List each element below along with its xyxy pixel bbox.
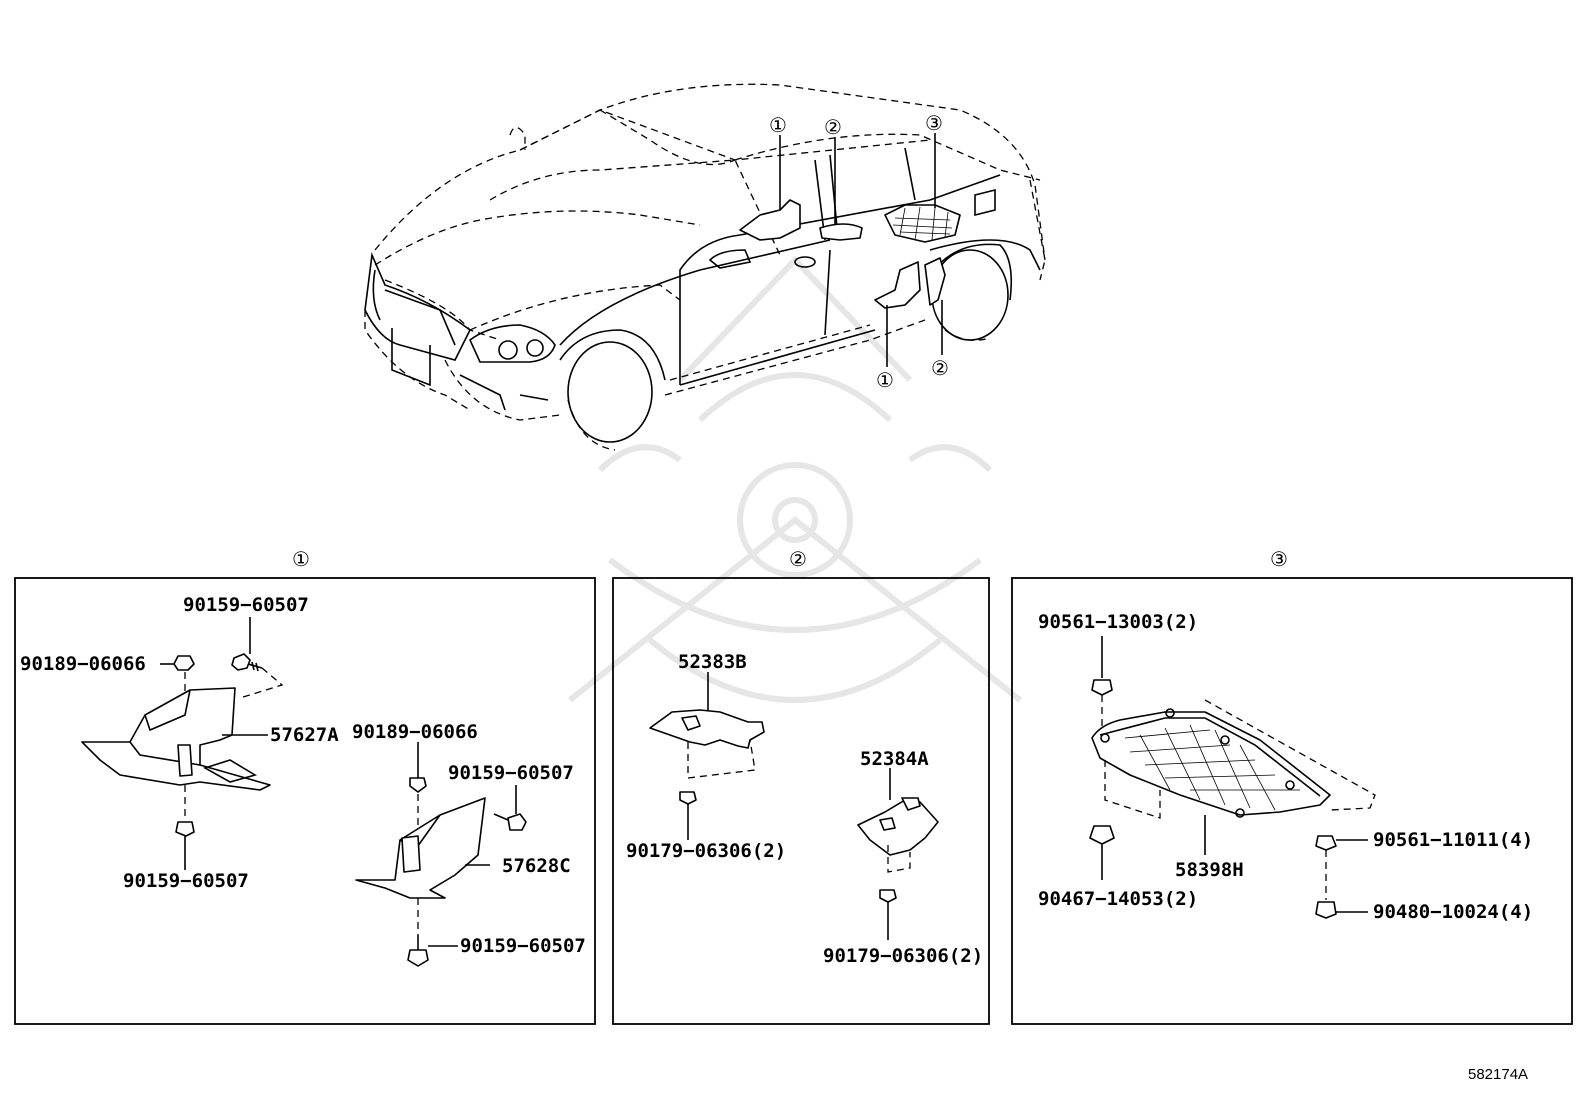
diagram-code: 582174A: [1468, 1066, 1528, 1083]
bolt-icon: [175, 821, 195, 870]
car-callout-2-lower: ②: [931, 356, 949, 380]
fender-liner-front-right: [355, 797, 486, 899]
panel-2: ② 52383B 90179−06306(2) 52384A 90179−063…: [612, 547, 990, 1025]
bolt-icon: [493, 813, 527, 831]
car-callout-1-lower: ①: [876, 368, 894, 392]
car-callout-2-upper: ②: [824, 115, 842, 139]
bolt-icon: [1315, 901, 1337, 919]
clip-icon: [409, 777, 427, 793]
label-90159-60507-right-bottom: 90159−60507: [460, 935, 586, 957]
bolt-icon: [407, 935, 458, 967]
panel-2-frame: [612, 577, 990, 1025]
label-58398H: 58398H: [1175, 859, 1244, 881]
label-90189-06066-right: 90189−06066: [352, 721, 478, 743]
bracket-52383B: [649, 709, 765, 749]
car-callout-3-upper: ③: [925, 111, 943, 135]
label-90561-13003: 90561−13003(2): [1038, 611, 1198, 633]
label-57627A: 57627A: [270, 724, 339, 746]
engine-under-cover: [1091, 711, 1331, 816]
panel-1-frame: [14, 577, 596, 1025]
nut-icon: [1315, 835, 1337, 851]
panel-1-title: ①: [292, 547, 310, 571]
panel-3-title: ③: [1270, 547, 1288, 571]
label-90189-06066-left: 90189−06066: [20, 653, 146, 675]
nut-icon: [1089, 825, 1115, 845]
label-90467-14053: 90467−14053(2): [1038, 888, 1198, 910]
clip-icon: [173, 655, 195, 671]
label-52384A: 52384A: [860, 748, 929, 770]
label-90159-60507-right-side: 90159−60507: [448, 762, 574, 784]
panel-1: ①: [14, 547, 596, 1025]
label-90561-11011: 90561−11011(4): [1373, 829, 1533, 851]
bracket-52384A: [857, 799, 939, 856]
label-90179-06306-upper: 90179−06306(2): [626, 840, 786, 862]
nut-icon: [1091, 679, 1113, 696]
panel-3-frame: [1011, 577, 1573, 1025]
label-90480-10024: 90480−10024(4): [1373, 901, 1533, 923]
panel-2-title: ②: [789, 547, 807, 571]
panel-3: ③ 90561−13003: [1011, 547, 1573, 1025]
bolt-icon: [231, 653, 263, 672]
label-90159-60507-left-bottom: 90159−60507: [123, 870, 249, 892]
label-90179-06306-lower: 90179−06306(2): [823, 945, 983, 967]
watermark: [568, 255, 1022, 703]
vehicle-overview: [364, 83, 1046, 451]
fender-liner-front-left: [81, 687, 271, 791]
label-52383B: 52383B: [678, 651, 747, 673]
label-57628C: 57628C: [502, 855, 571, 877]
label-90159-60507-top: 90159−60507: [183, 594, 309, 616]
car-callout-1-upper: ①: [769, 113, 787, 137]
